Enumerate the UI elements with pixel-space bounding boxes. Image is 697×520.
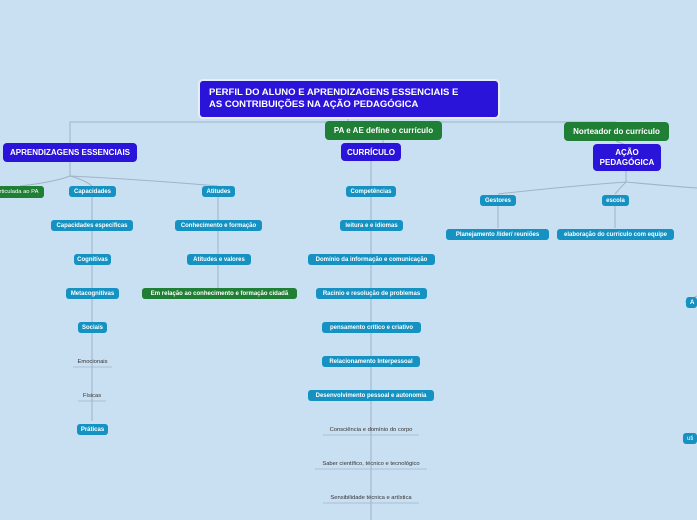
pensamento-critico-node[interactable]: pensamento crítico e criativo <box>322 322 421 333</box>
dominio-informacao-node[interactable]: Domínio da informação e comunicação <box>308 254 435 265</box>
em-relacao-conhecimento-node[interactable]: Em relação ao conhecimento e formação ci… <box>142 288 297 299</box>
elaboracao-curriculo-node[interactable]: elaboração do currículo com equipe <box>557 229 674 240</box>
pa-ae-link-label[interactable]: PA e AE define o currículo <box>325 121 442 140</box>
root-node[interactable]: PERFIL DO ALUNO E APRENDIZAGENS ESSENCIA… <box>198 79 500 119</box>
acao-line2: PEDAGÓGICA <box>599 157 655 167</box>
articulada-pa-node[interactable]: rticulada ao PA <box>0 186 44 198</box>
atitudes-node[interactable]: Atitudes <box>202 186 235 197</box>
leitura-idiomas-node[interactable]: leitura e e idiomas <box>340 220 403 231</box>
edge-node-uti[interactable]: uti <box>683 433 697 444</box>
root-title-line1: PERFIL DO ALUNO E APRENDIZAGENS ESSENCIA… <box>209 87 459 98</box>
aprendizagens-essenciais-node[interactable]: APRENDIZAGENS ESSENCIAIS <box>3 143 137 162</box>
capacidades-node[interactable]: Capacidades <box>69 186 116 197</box>
acao-pedagogica-node[interactable]: AÇÃO PEDAGÓGICA <box>593 144 661 171</box>
edge-node-a[interactable]: A <box>686 297 697 308</box>
sensibilidade-artistica-node[interactable]: Sensibilidade técnica e artística <box>330 494 412 501</box>
gestores-node[interactable]: Gestores <box>480 195 516 206</box>
conhecimento-formacao-node[interactable]: Conhecimento e formação <box>175 220 262 231</box>
raciocinio-problemas-node[interactable]: Racinio e resolução de problemas <box>316 288 427 299</box>
competencias-node[interactable]: Competências <box>346 186 396 197</box>
root-title-line2: AS CONTRIBUIÇÕES NA AÇÃO PEDAGÓGICA <box>209 99 419 110</box>
curriculo-node[interactable]: CURRÍCULO <box>341 143 401 161</box>
cognitivas-node[interactable]: Cognitivas <box>74 254 111 265</box>
desenvolvimento-pessoal-node[interactable]: Desenvolvimento pessoal e autonomia <box>308 390 434 401</box>
fisicas-node[interactable]: Físicas <box>82 392 102 399</box>
acao-line1: AÇÃO <box>615 147 639 157</box>
sociais-node[interactable]: Sociais <box>78 322 107 333</box>
saber-cientifico-node[interactable]: Saber científico, técnico e tecnológico <box>322 460 420 467</box>
emocionais-node[interactable]: Emocionais <box>77 358 108 365</box>
metacognitivas-node[interactable]: Metacognitivas <box>66 288 119 299</box>
atitudes-valores-node[interactable]: Atitudes e valores <box>187 254 251 265</box>
consciencia-corpo-node[interactable]: Consciência e domínio do corpo <box>329 426 413 433</box>
escola-node[interactable]: escola <box>602 195 629 206</box>
relacionamento-interpessoal-node[interactable]: Relacionamento Interpessoal <box>322 356 420 367</box>
capacidades-especificas-node[interactable]: Capacidades especificas <box>51 220 133 231</box>
norteador-link-label[interactable]: Norteador do currículo <box>564 122 669 141</box>
planejamento-node[interactable]: Planejamento /líder/ reuniões <box>446 229 549 240</box>
praticas-node[interactable]: Práticas <box>77 424 108 435</box>
